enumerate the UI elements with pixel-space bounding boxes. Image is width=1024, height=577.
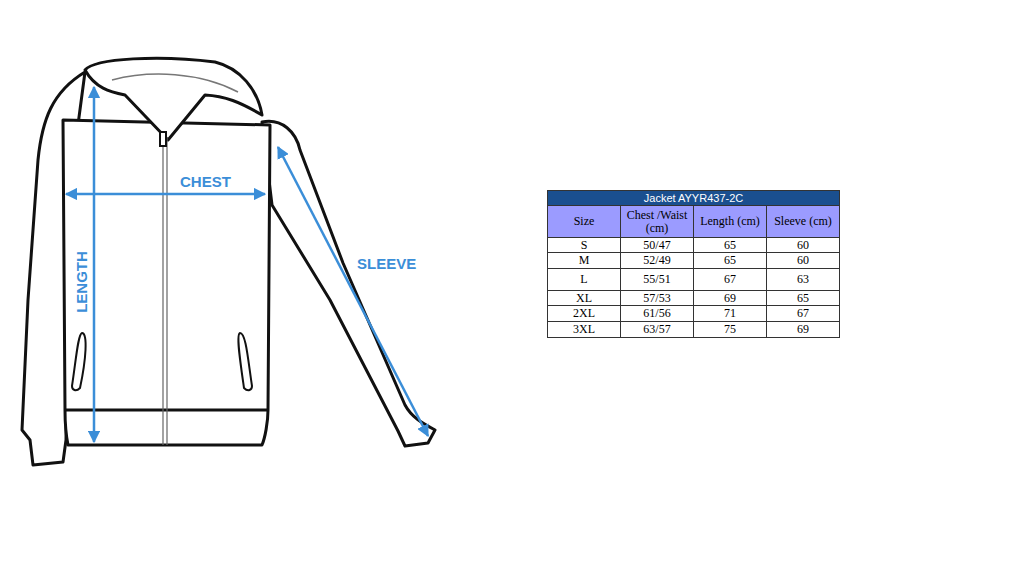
table-cell: 63 [766,268,840,291]
length-arrow [93,87,96,442]
table-cell: M [547,252,621,269]
table-cell: 2XL [547,305,621,322]
table-cell: 67 [766,305,840,322]
table-header: Length (cm) [693,205,767,238]
table-cell: 55/51 [620,268,694,291]
chest-arrow [66,193,265,196]
table-cell: 57/53 [620,290,694,306]
table-cell: 61/56 [620,305,694,322]
hood [85,58,262,140]
table-cell: XL [547,290,621,306]
table-header: Sleeve (cm) [766,205,840,238]
table-cell: L [547,268,621,291]
table-cell: 60 [766,237,840,253]
chest-label: CHEST [180,173,231,190]
table-cell: 65 [693,237,767,253]
length-label: LENGTH [73,251,90,313]
sleeve-label: SLEEVE [357,255,416,272]
table-cell: 60 [766,252,840,269]
left-pocket [72,333,86,390]
right-pocket [238,333,252,390]
table-cell: S [547,237,621,253]
table-cell: 71 [693,305,767,322]
table-cell: 50/47 [620,237,694,253]
sleeve-arrow [278,147,428,436]
table-cell: 63/57 [620,321,694,338]
right-sleeve [262,121,435,446]
zipper-pull [160,132,166,146]
table-cell: 69 [693,290,767,306]
table-cell: 69 [766,321,840,338]
table-cell: 65 [766,290,840,306]
zipper [163,138,167,445]
table-cell: 3XL [547,321,621,338]
table-title: Jacket AYYR437-2C [547,190,840,206]
table-cell: 52/49 [620,252,694,269]
table-cell: 65 [693,252,767,269]
hood-inner [112,74,238,92]
table-header: Size [547,205,621,238]
table-cell: 75 [693,321,767,338]
table-header: Chest /Waist (cm) [620,205,694,238]
table-cell: 67 [693,268,767,291]
